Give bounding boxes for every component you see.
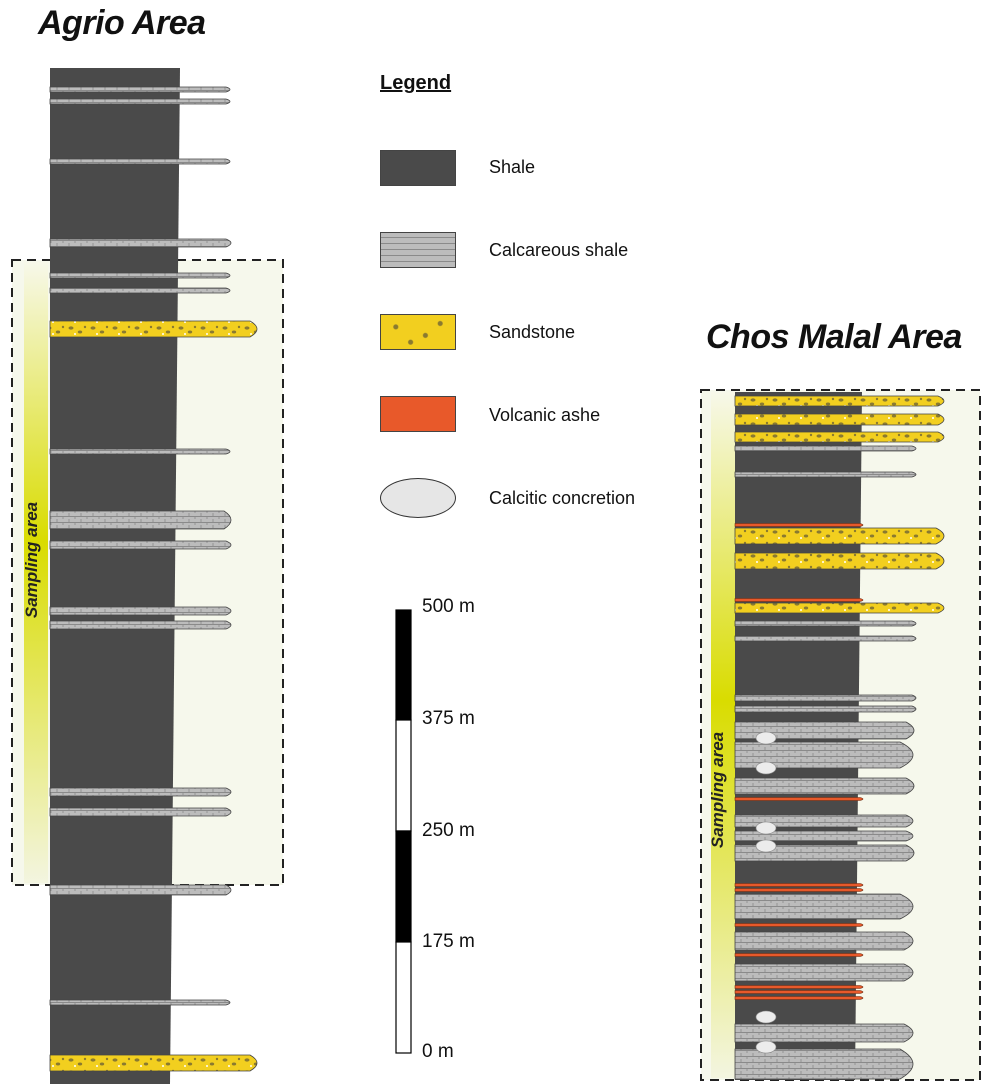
legend-label-calcareous-shale: Calcareous shale bbox=[489, 240, 629, 260]
agrio-sampling-area-bar bbox=[24, 262, 48, 883]
agrio-shale-column bbox=[50, 68, 180, 1084]
legend-heading: Legend bbox=[380, 72, 452, 94]
scale-label-375: 375 m bbox=[422, 708, 475, 729]
scale-label-250: 250 m bbox=[422, 820, 475, 841]
volcanic-ash-swatch bbox=[380, 396, 456, 432]
chos-malal-volcanic-ash-beds bbox=[734, 523, 864, 1000]
chos-malal-calcitic-concretions bbox=[755, 731, 777, 1054]
scale-label-0: 0 m bbox=[422, 1041, 454, 1062]
scale-label-175: 175 m bbox=[422, 931, 475, 952]
chos-malal-sandstone-beds bbox=[734, 395, 945, 614]
chos-malal-sampling-area-label: Sampling area bbox=[708, 732, 727, 848]
legend-label-sandstone: Sandstone bbox=[489, 322, 576, 342]
scale-label-500: 500 m bbox=[422, 596, 475, 617]
agrio-area-title: Agrio Area bbox=[38, 4, 206, 42]
agrio-sampling-area-label: Sampling area bbox=[22, 502, 41, 618]
shale-swatch bbox=[380, 150, 456, 186]
calcitic-concretion-swatch bbox=[380, 478, 456, 518]
agrio-calcareous-beds bbox=[49, 86, 232, 1006]
chos-malal-area-title: Chos Malal Area bbox=[706, 318, 962, 356]
calcareous-shale-swatch bbox=[380, 232, 456, 268]
legend-label-calcitic-concretion: Calcitic concretion bbox=[489, 488, 636, 508]
chos-malal-sampling-area-bar bbox=[711, 392, 735, 1078]
legend-label-volcanic-ash: Volcanic ashe bbox=[489, 405, 601, 425]
agrio-sandstone-beds bbox=[49, 320, 258, 1072]
chos-malal-calcareous-beds bbox=[734, 445, 917, 1080]
sandstone-swatch bbox=[380, 314, 456, 350]
legend-label-shale: Shale bbox=[489, 157, 536, 177]
scale-bar bbox=[395, 609, 412, 1054]
